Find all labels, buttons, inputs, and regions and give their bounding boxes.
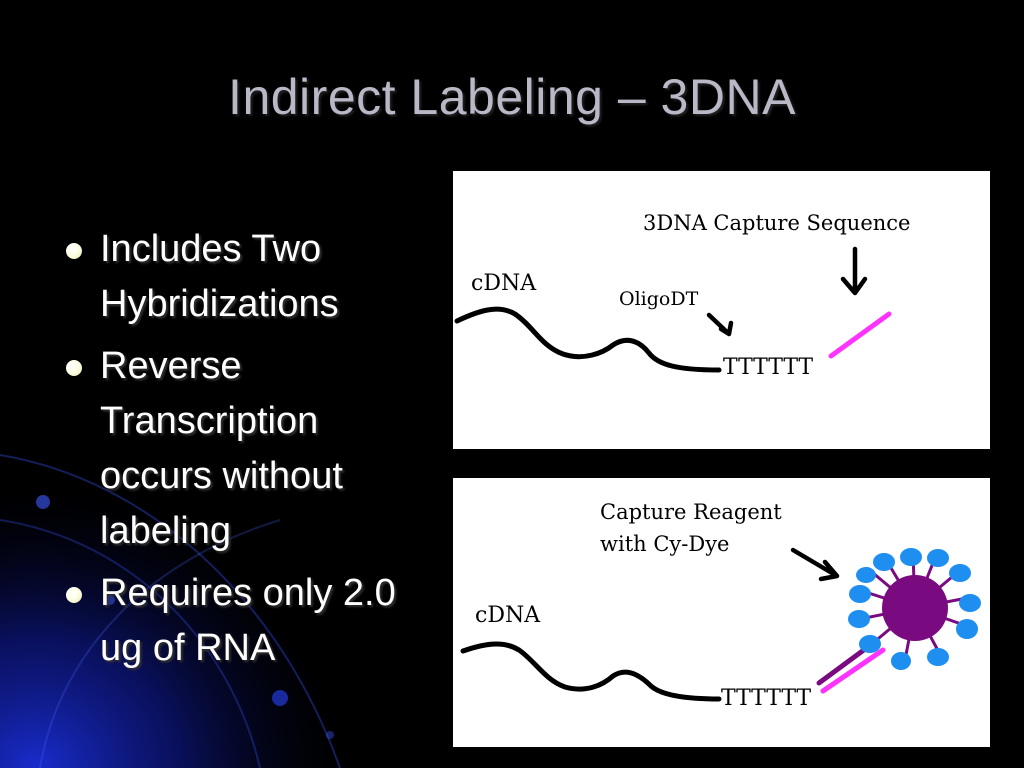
diagram-oligodt-capture: cDNA OligoDT TTTTTT 3DNA Capture Sequenc… <box>453 171 990 449</box>
cdna-strand <box>460 641 722 702</box>
poly-t-label: TTTTTT <box>723 355 814 380</box>
capture-sequence-strand <box>820 647 886 694</box>
diagram-capture-reagent: cDNA TTTTTT Capture Reagent with Cy-Dye <box>453 478 990 747</box>
bullet-dot-icon <box>66 360 82 376</box>
dye-spheres <box>848 548 981 670</box>
bullet-text: Includes Two Hybridizations <box>100 228 339 325</box>
bullet-dot-icon <box>66 587 82 603</box>
capture-arrow-icon <box>840 246 868 296</box>
bullet-text: Requires only 2.0 ug of RNA <box>100 572 396 669</box>
poly-t-label: TTTTTT <box>721 686 812 711</box>
bullet-item: Reverse Transcription occurs without lab… <box>62 339 422 559</box>
capture-sequence-strand <box>828 311 892 359</box>
bullet-dot-icon <box>66 243 82 259</box>
bullet-item: Requires only 2.0 ug of RNA <box>62 566 422 676</box>
diagram-bottom-drawing <box>460 547 981 702</box>
cdna-label: cDNA <box>471 271 537 296</box>
oligodt-arrow-icon <box>706 312 734 337</box>
capture-reagent-label-line1: Capture Reagent <box>600 500 782 524</box>
bullet-item: Includes Two Hybridizations <box>62 222 422 332</box>
slide-title: Indirect Labeling – 3DNA <box>228 69 796 125</box>
capture-reagent-label-line2: with Cy-Dye <box>600 532 730 556</box>
dye-core <box>882 575 948 641</box>
capture-sequence-label: 3DNA Capture Sequence <box>643 211 911 235</box>
capture-reagent-arrow-icon <box>790 547 840 582</box>
cdna-strand <box>454 306 722 373</box>
oligodt-label: OligoDT <box>619 288 699 310</box>
bullet-list: Includes Two Hybridizations Reverse Tran… <box>62 222 422 683</box>
bullet-text: Reverse Transcription occurs without lab… <box>100 345 343 552</box>
diagram-top-drawing <box>454 246 892 373</box>
cdna-label: cDNA <box>475 603 541 628</box>
